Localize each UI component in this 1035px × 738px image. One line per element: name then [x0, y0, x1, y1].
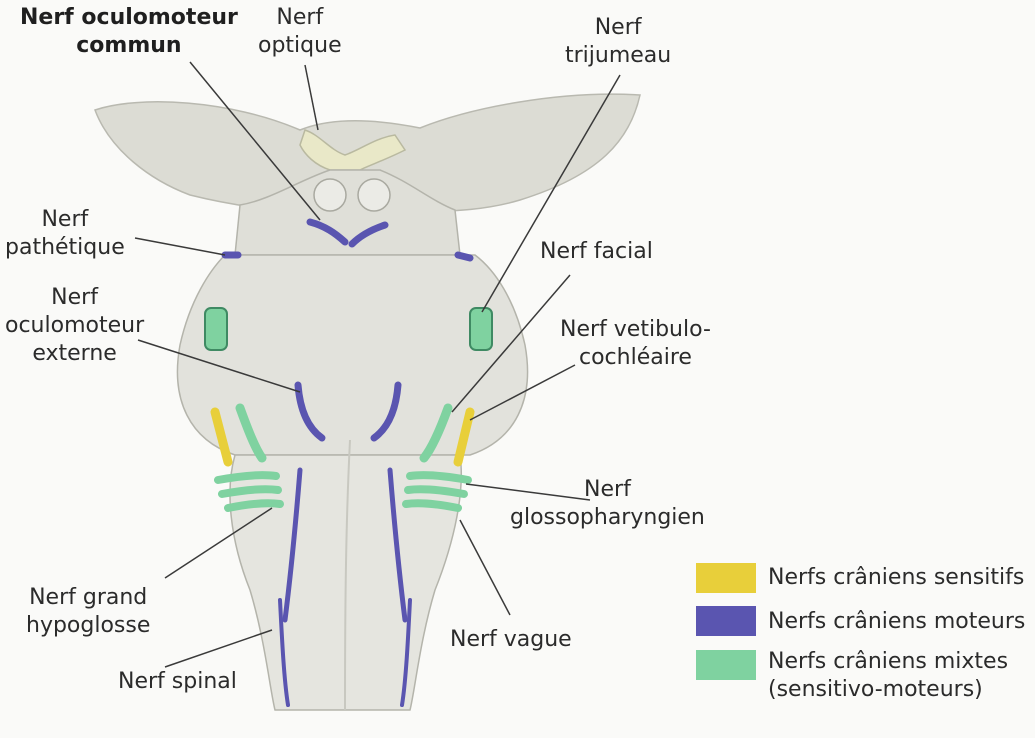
legend-swatch-mixtes: [696, 650, 756, 680]
legend-label-sensitifs: Nerfs crâniens sensitifs: [768, 564, 1024, 592]
legend-label-moteurs: Nerfs crâniens moteurs: [768, 608, 1025, 636]
pons: [177, 255, 527, 455]
label-vestibulo: Nerf vetibulo- cochléaire: [560, 316, 711, 372]
label-trijumeau: Nerf trijumeau: [565, 14, 671, 70]
legend-label-mixtes: Nerfs crâniens mixtes: [768, 648, 1008, 676]
legend-swatch-moteurs: [696, 606, 756, 636]
label-optique: Nerf optique: [258, 4, 342, 60]
legend-label-mixtes-sub: (sensitivo-moteurs): [768, 676, 983, 704]
label-glossopharyngien: Nerf glossopharyngien: [510, 476, 705, 532]
label-spinal: Nerf spinal: [118, 668, 237, 696]
leader-vague: [460, 520, 510, 615]
label-oculomoteur-commun: Nerf oculomoteur commun: [20, 4, 238, 60]
label-vague: Nerf vague: [450, 626, 572, 654]
label-grand-hypoglosse: Nerf grand hypoglosse: [26, 584, 150, 640]
label-oculomoteur-externe: Nerf oculomoteur externe: [5, 284, 144, 368]
mammillary-right: [358, 179, 390, 211]
leader-pathetique: [135, 238, 225, 255]
mammillary-left: [314, 179, 346, 211]
label-facial: Nerf facial: [540, 238, 653, 266]
legend-swatch-sensitifs: [696, 563, 756, 593]
leader-optique: [305, 65, 318, 130]
label-pathetique: Nerf pathétique: [5, 206, 125, 262]
leader-spinal: [165, 630, 272, 667]
